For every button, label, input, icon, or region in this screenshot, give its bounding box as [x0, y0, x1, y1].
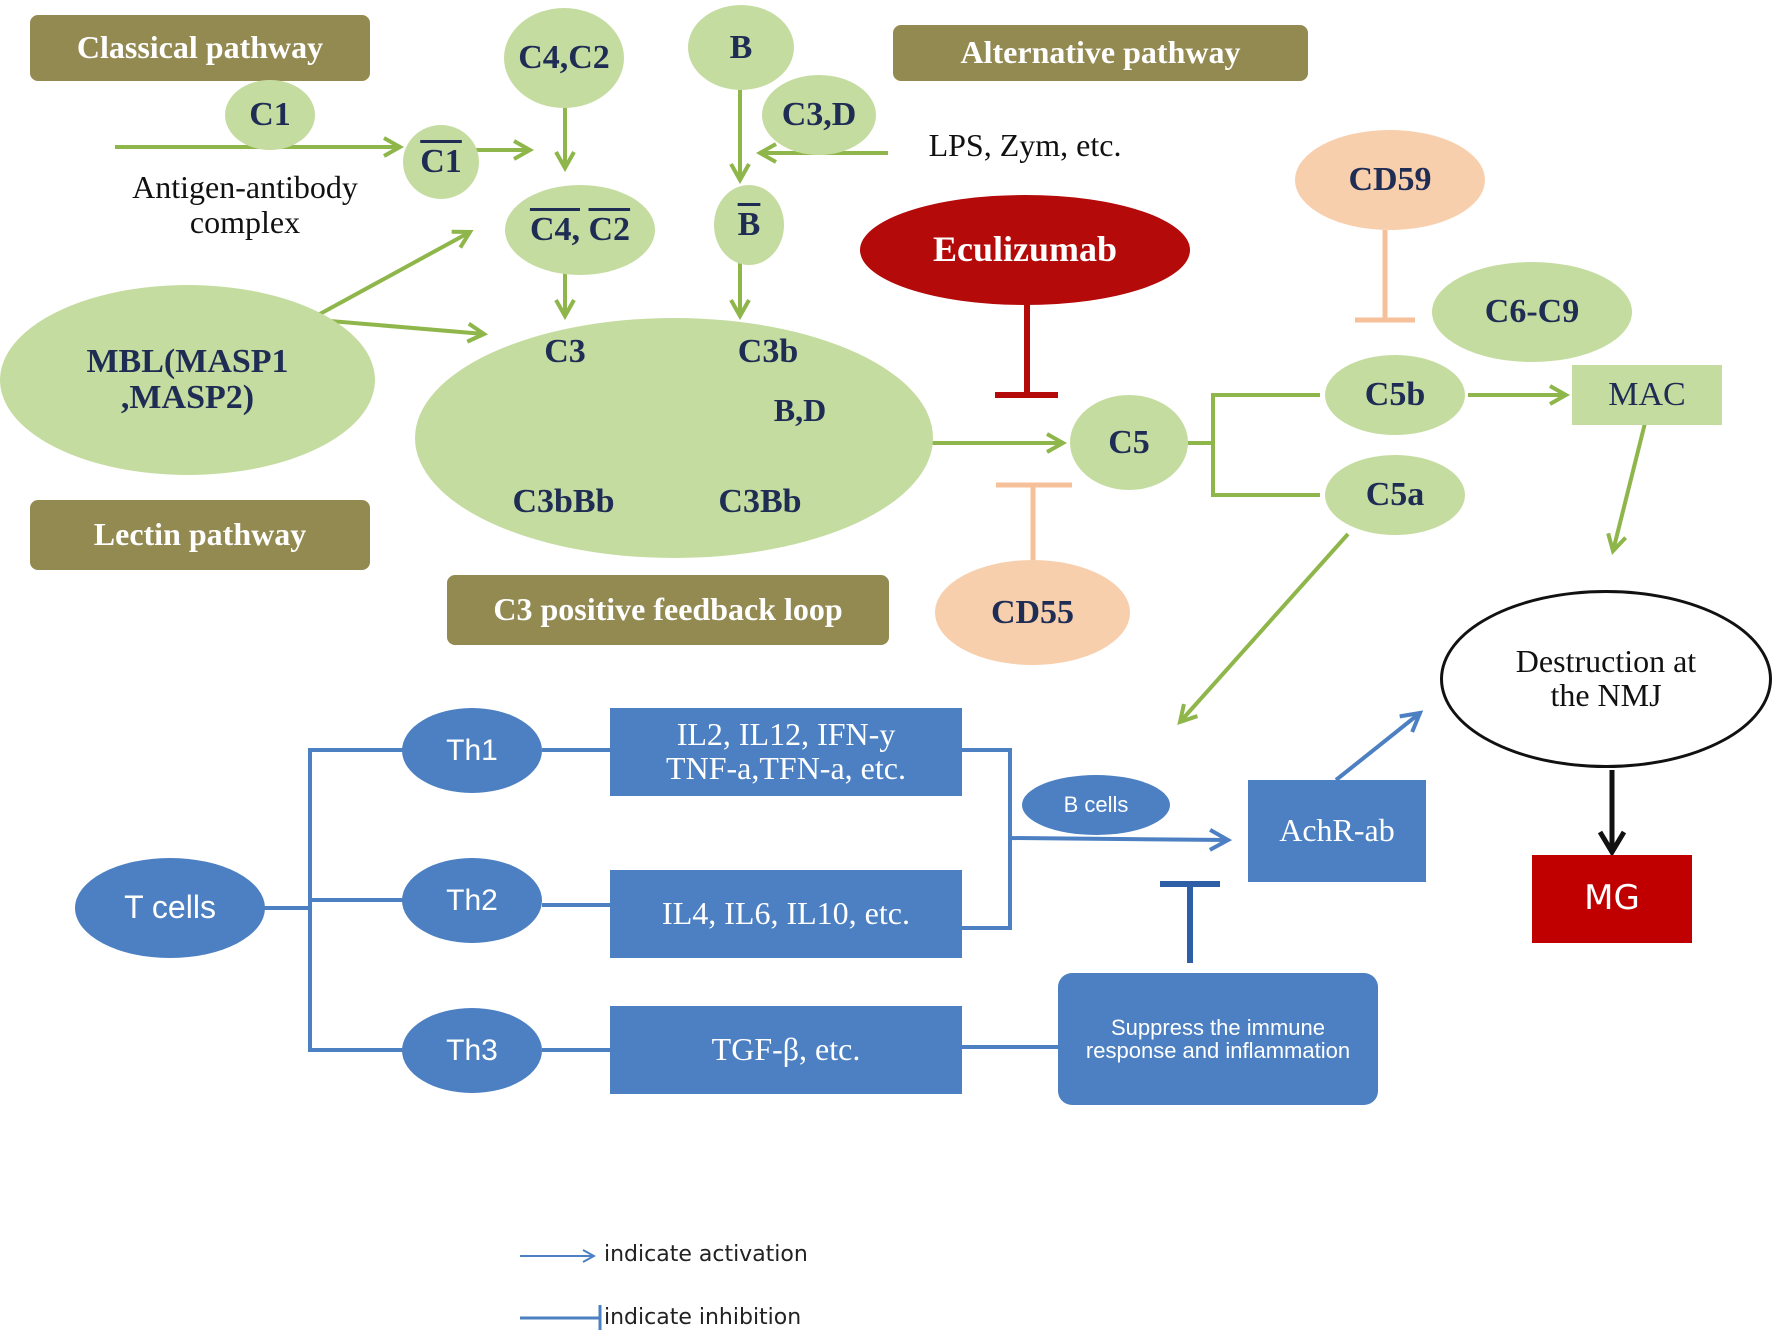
c3bbb-label: C3bBb [512, 483, 615, 520]
lps-label: LPS, Zym, etc. [928, 127, 1122, 163]
c3b-label: C3b [737, 333, 799, 370]
c1-activated-label: C1 [420, 143, 462, 181]
legend-inhibition-bar [520, 1305, 602, 1330]
suppress-box: Suppress the immune response and inflamm… [1058, 973, 1378, 1105]
achr-ab-box: AchR-ab [1248, 780, 1426, 882]
bcells-node: B cells [1022, 775, 1170, 835]
lectin-pathway-header: Lectin pathway [30, 500, 370, 570]
th1-node: Th1 [402, 708, 542, 793]
c5-node: C5 [1070, 395, 1188, 490]
mac-node: MAC [1572, 365, 1722, 425]
cd59-node: CD59 [1295, 130, 1485, 230]
th1-cytokines-box: IL2, IL12, IFN-y TNF-a,TFN-a, etc. [610, 708, 962, 796]
mg-node: MG [1532, 855, 1692, 943]
c5a-node: C5a [1325, 455, 1465, 535]
c3bb-label: C3Bb [718, 483, 802, 520]
cd55-node: CD55 [935, 560, 1130, 665]
c3-d-node: C3,D [762, 75, 876, 155]
alternative-pathway-header: Alternative pathway [893, 25, 1308, 81]
th2-node: Th2 [402, 858, 542, 943]
th1-cytokines-line2: TNF-a,TFN-a, etc. [666, 750, 906, 786]
mbl-node: MBL(MASP1 ,MASP2) [0, 285, 375, 475]
th3-cytokines-box: TGF-β, etc. [610, 1006, 962, 1094]
c5b-node: C5b [1325, 355, 1465, 435]
eculizumab-node: Eculizumab [860, 195, 1190, 305]
th2-cytokines-box: IL4, IL6, IL10, etc. [610, 870, 962, 958]
b-activated-label: B [737, 206, 761, 244]
b-activated-node: B [714, 185, 784, 265]
c4-c2-node: C4,C2 [504, 8, 624, 108]
legend-activation-label: indicate activation [604, 1242, 808, 1267]
c4-c2-activated-node: C4, C2 [505, 185, 655, 275]
c2-activated-label: C2 [588, 211, 631, 249]
antigen-antibody-label: Antigen-antibody complex [132, 169, 358, 241]
tcells-node: T cells [75, 858, 265, 958]
destruction-node: Destruction at the NMJ [1440, 590, 1772, 768]
c3-loop-ellipse [415, 318, 933, 558]
th1-cytokines-line1: IL2, IL12, IFN-y [676, 716, 896, 753]
c6-c9-node: C6-C9 [1432, 262, 1632, 362]
th3-node: Th3 [402, 1008, 542, 1093]
c4-activated-label: C4, [529, 211, 580, 249]
c1-activated-node: C1 [403, 125, 479, 199]
b-node: B [688, 5, 794, 90]
c3-label: C3 [544, 333, 586, 370]
classical-pathway-header: Classical pathway [30, 15, 370, 81]
c3-loop-header: C3 positive feedback loop [447, 575, 889, 645]
b-d-label: B,D [773, 392, 827, 428]
c1-node: C1 [225, 80, 315, 150]
legend-inhibition-label: indicate inhibition [604, 1305, 802, 1330]
